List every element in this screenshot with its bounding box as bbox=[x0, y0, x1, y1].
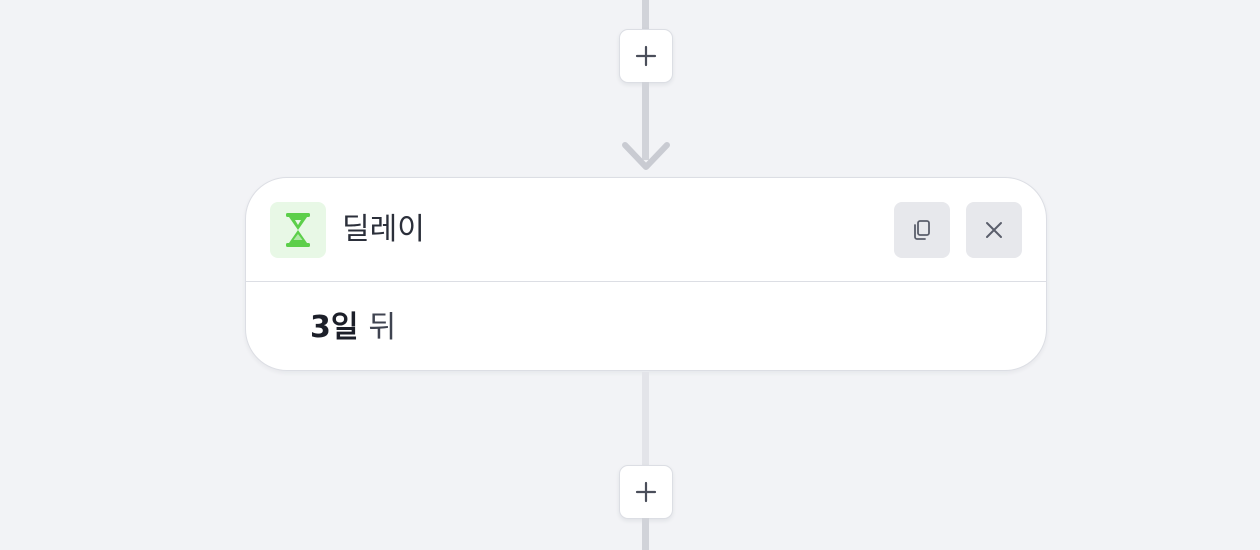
node-header: 딜레이 bbox=[246, 178, 1046, 282]
connector-line bbox=[642, 518, 649, 550]
connector-line bbox=[642, 372, 649, 466]
connector-line bbox=[642, 82, 649, 160]
close-icon bbox=[986, 222, 1002, 238]
arrow-down-icon bbox=[622, 142, 670, 170]
delay-summary: 3일 뒤 bbox=[310, 308, 396, 348]
duplicate-button[interactable] bbox=[894, 202, 950, 258]
hourglass-icon bbox=[270, 202, 326, 258]
delay-suffix: 뒤 bbox=[368, 310, 397, 345]
plus-icon bbox=[635, 45, 657, 67]
connector-line bbox=[642, 0, 649, 30]
copy-icon bbox=[914, 220, 930, 240]
add-step-button-bottom[interactable] bbox=[619, 465, 673, 519]
delay-node-card[interactable]: 딜레이 3일 뒤 bbox=[245, 177, 1047, 371]
add-step-button-top[interactable] bbox=[619, 29, 673, 83]
plus-icon bbox=[635, 481, 657, 503]
node-body: 3일 뒤 bbox=[246, 282, 1046, 370]
delete-node-button[interactable] bbox=[966, 202, 1022, 258]
node-title: 딜레이 bbox=[342, 212, 425, 247]
delay-amount: 3일 bbox=[310, 310, 359, 345]
